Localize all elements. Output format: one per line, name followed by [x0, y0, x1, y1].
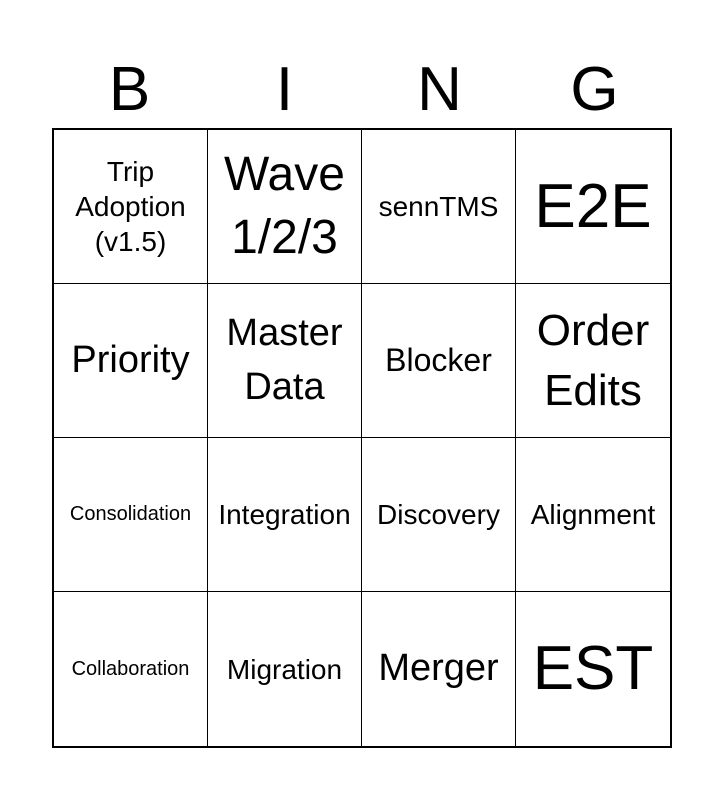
- bingo-board: Trip Adoption (v1.5) Wave 1/2/3 sennTMS …: [52, 128, 672, 748]
- cell-label: Priority: [71, 338, 190, 381]
- cell-label: Master Data: [226, 312, 343, 408]
- bingo-cell[interactable]: Master Data: [208, 284, 362, 438]
- cell-label: EST: [532, 634, 654, 703]
- bingo-cell[interactable]: sennTMS: [362, 130, 516, 284]
- bingo-cell[interactable]: E2E: [516, 130, 670, 284]
- cell-label: Integration: [218, 499, 351, 530]
- bingo-cell[interactable]: Collaboration: [54, 592, 208, 746]
- bingo-cell[interactable]: Alignment: [516, 438, 670, 592]
- cell-label: Merger: [378, 647, 499, 690]
- cell-label: E2E: [534, 171, 652, 241]
- cell-label: Consolidation: [69, 503, 192, 525]
- bingo-cell[interactable]: Consolidation: [54, 438, 208, 592]
- bingo-cell[interactable]: Migration: [208, 592, 362, 746]
- bingo-cell[interactable]: Order Edits: [516, 284, 670, 438]
- bingo-cell[interactable]: EST: [516, 592, 670, 746]
- bingo-header: B I N G: [52, 52, 672, 128]
- cell-label: Alignment: [530, 499, 656, 530]
- cell-label: Collaboration: [71, 657, 190, 680]
- header-letter-g: G: [570, 55, 619, 124]
- bingo-cell[interactable]: Discovery: [362, 438, 516, 592]
- cell-label: Order Edits: [536, 306, 650, 415]
- cell-label: Discovery: [377, 499, 500, 530]
- bingo-cell[interactable]: Priority: [54, 284, 208, 438]
- cell-label: Trip Adoption (v1.5): [75, 156, 186, 257]
- header-letter-n: N: [417, 55, 462, 124]
- bingo-cell[interactable]: Wave 1/2/3: [208, 130, 362, 284]
- cell-label: Blocker: [385, 342, 492, 379]
- bingo-cell[interactable]: Merger: [362, 592, 516, 746]
- cell-label: Wave 1/2/3: [224, 148, 345, 264]
- bingo-cell[interactable]: Integration: [208, 438, 362, 592]
- header-letter-i: I: [275, 55, 294, 124]
- header-letter-b: B: [108, 55, 151, 124]
- cell-label: Migration: [226, 653, 343, 685]
- bingo-cell[interactable]: Trip Adoption (v1.5): [54, 130, 208, 284]
- bingo-cell[interactable]: Blocker: [362, 284, 516, 438]
- cell-label: sennTMS: [378, 191, 499, 222]
